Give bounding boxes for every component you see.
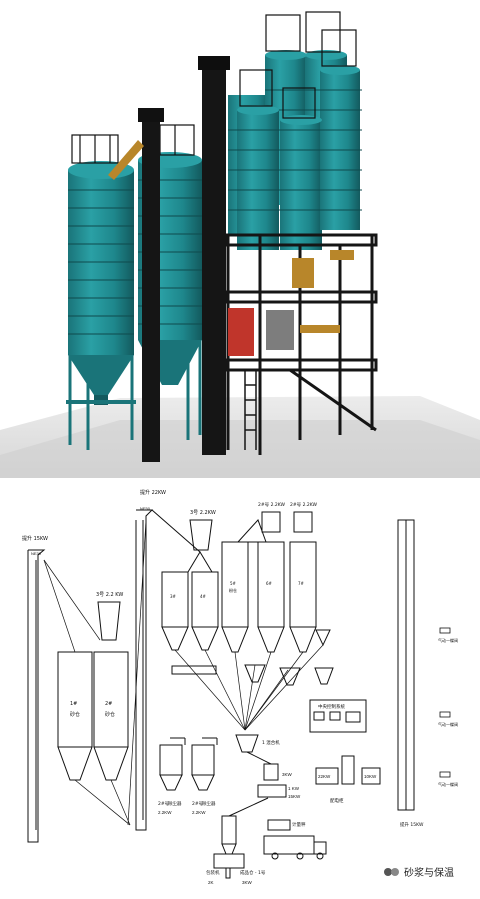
silo2-sub: 砂仓: [105, 711, 115, 718]
small-silo-a: [159, 737, 186, 791]
small-silo-a-sub: 除尘器: [168, 800, 182, 807]
silo-dust-collectors: [187, 511, 313, 573]
bottom-left-power: 2K: [208, 880, 214, 885]
left-elevator: [27, 549, 46, 843]
bottom-note: 成品仓 - 1号: [240, 869, 266, 876]
right-tag-3: 气动一蝶阀: [438, 781, 458, 787]
ladder: [244, 370, 257, 450]
silo1-sub: 砂仓: [70, 711, 80, 718]
silo7-name: 7#: [298, 581, 305, 586]
right-tags: [439, 627, 451, 778]
silo1-name: 1#: [70, 701, 77, 707]
top-right-power-b: 2#号 2.2KW: [290, 502, 318, 508]
mixer-power: 3KW: [282, 772, 293, 777]
right-tower: [397, 519, 415, 811]
bucket-elevator-1-head: [138, 108, 164, 122]
silo2-name: 2#: [105, 701, 112, 707]
mixer-area: [266, 250, 354, 350]
legend-note: 配电柜: [330, 797, 344, 804]
truck: [263, 835, 327, 860]
mid-elevator: [135, 509, 154, 831]
silo5-name: 5#: [230, 581, 237, 586]
elev-mid-sub: NE50: [140, 506, 151, 511]
upper-hopper: [151, 509, 213, 553]
elev-mid-power: 提升 22KW: [140, 489, 166, 496]
right-tag-1: 气动一蝶阀: [438, 637, 458, 643]
silo-mid-sub: 粉仓: [229, 587, 237, 593]
small-silo-b-label: 2#号: [192, 801, 204, 807]
small-silo-b-sub: 除尘器: [202, 800, 216, 807]
silo6-name: 6#: [266, 581, 273, 586]
box-power: 22KW: [318, 774, 331, 779]
small-silo-a-label: 2#号: [158, 801, 170, 807]
bottom-power: 3KW: [242, 880, 253, 885]
silo1-top-power: 3号 2.2 KW: [96, 592, 123, 598]
silo-mid-top-power: 3号 2.2KW: [190, 510, 216, 516]
steel-frame: [224, 233, 378, 455]
small-silo-a-power: 2.2KW: [158, 810, 172, 815]
conveyor-label: 1 KW: [288, 786, 300, 791]
sand-silo-2: [93, 601, 129, 781]
packing-unit: [213, 797, 269, 879]
right-tag-2: 气动一蝶阀: [438, 721, 458, 727]
elev-left-sub: NE30: [31, 551, 42, 556]
power-boxes: [315, 755, 381, 785]
small-silo-b: [191, 737, 218, 791]
plant-3d-render: [0, 11, 480, 478]
ground-plane-shadow: [0, 420, 480, 478]
bucket-elevator-1: [142, 112, 160, 462]
conveyor-power: 15KW: [288, 794, 301, 799]
bucket-elevator-2: [202, 60, 226, 455]
scale-label: 计量秤: [292, 821, 306, 828]
box-valve: 10KW: [364, 774, 377, 779]
small-silo-b-power: 2.2KW: [192, 810, 206, 815]
silo-scale-bar: [171, 665, 217, 675]
process-flow-schematic: 提升 15KW NE30 1# 砂仓 3号 2.2 KW 2# 砂仓 提升 22…: [0, 480, 480, 899]
watermark-text: 砂浆与保温: [404, 866, 454, 879]
control-title: 中央控制系统: [318, 703, 345, 710]
elev-left-power: 提升 15KW: [22, 535, 48, 542]
powder-silos: [161, 519, 331, 653]
left-silo-1: [66, 134, 136, 450]
bucket-elevator-2-head: [198, 56, 230, 70]
flow-lines-center: [174, 644, 324, 731]
weigh-hoppers: [244, 664, 334, 686]
control-system: [309, 699, 367, 733]
right-tower-label: 提升 15KW: [400, 821, 424, 828]
bottom-left-note: 包装机: [206, 869, 220, 876]
mixer-label: 1 混合机: [262, 739, 280, 746]
mixer: [235, 734, 291, 831]
silo3-name: 3#: [170, 594, 177, 599]
right-silo-group: [228, 11, 362, 250]
feed-chute-left: [108, 140, 144, 180]
silo4-name: 4#: [200, 594, 207, 599]
top-right-power-a: 2#号 2.2KW: [258, 502, 286, 508]
motor-cabinet: [228, 308, 254, 356]
watermark: 砂浆与保温: [384, 866, 454, 879]
